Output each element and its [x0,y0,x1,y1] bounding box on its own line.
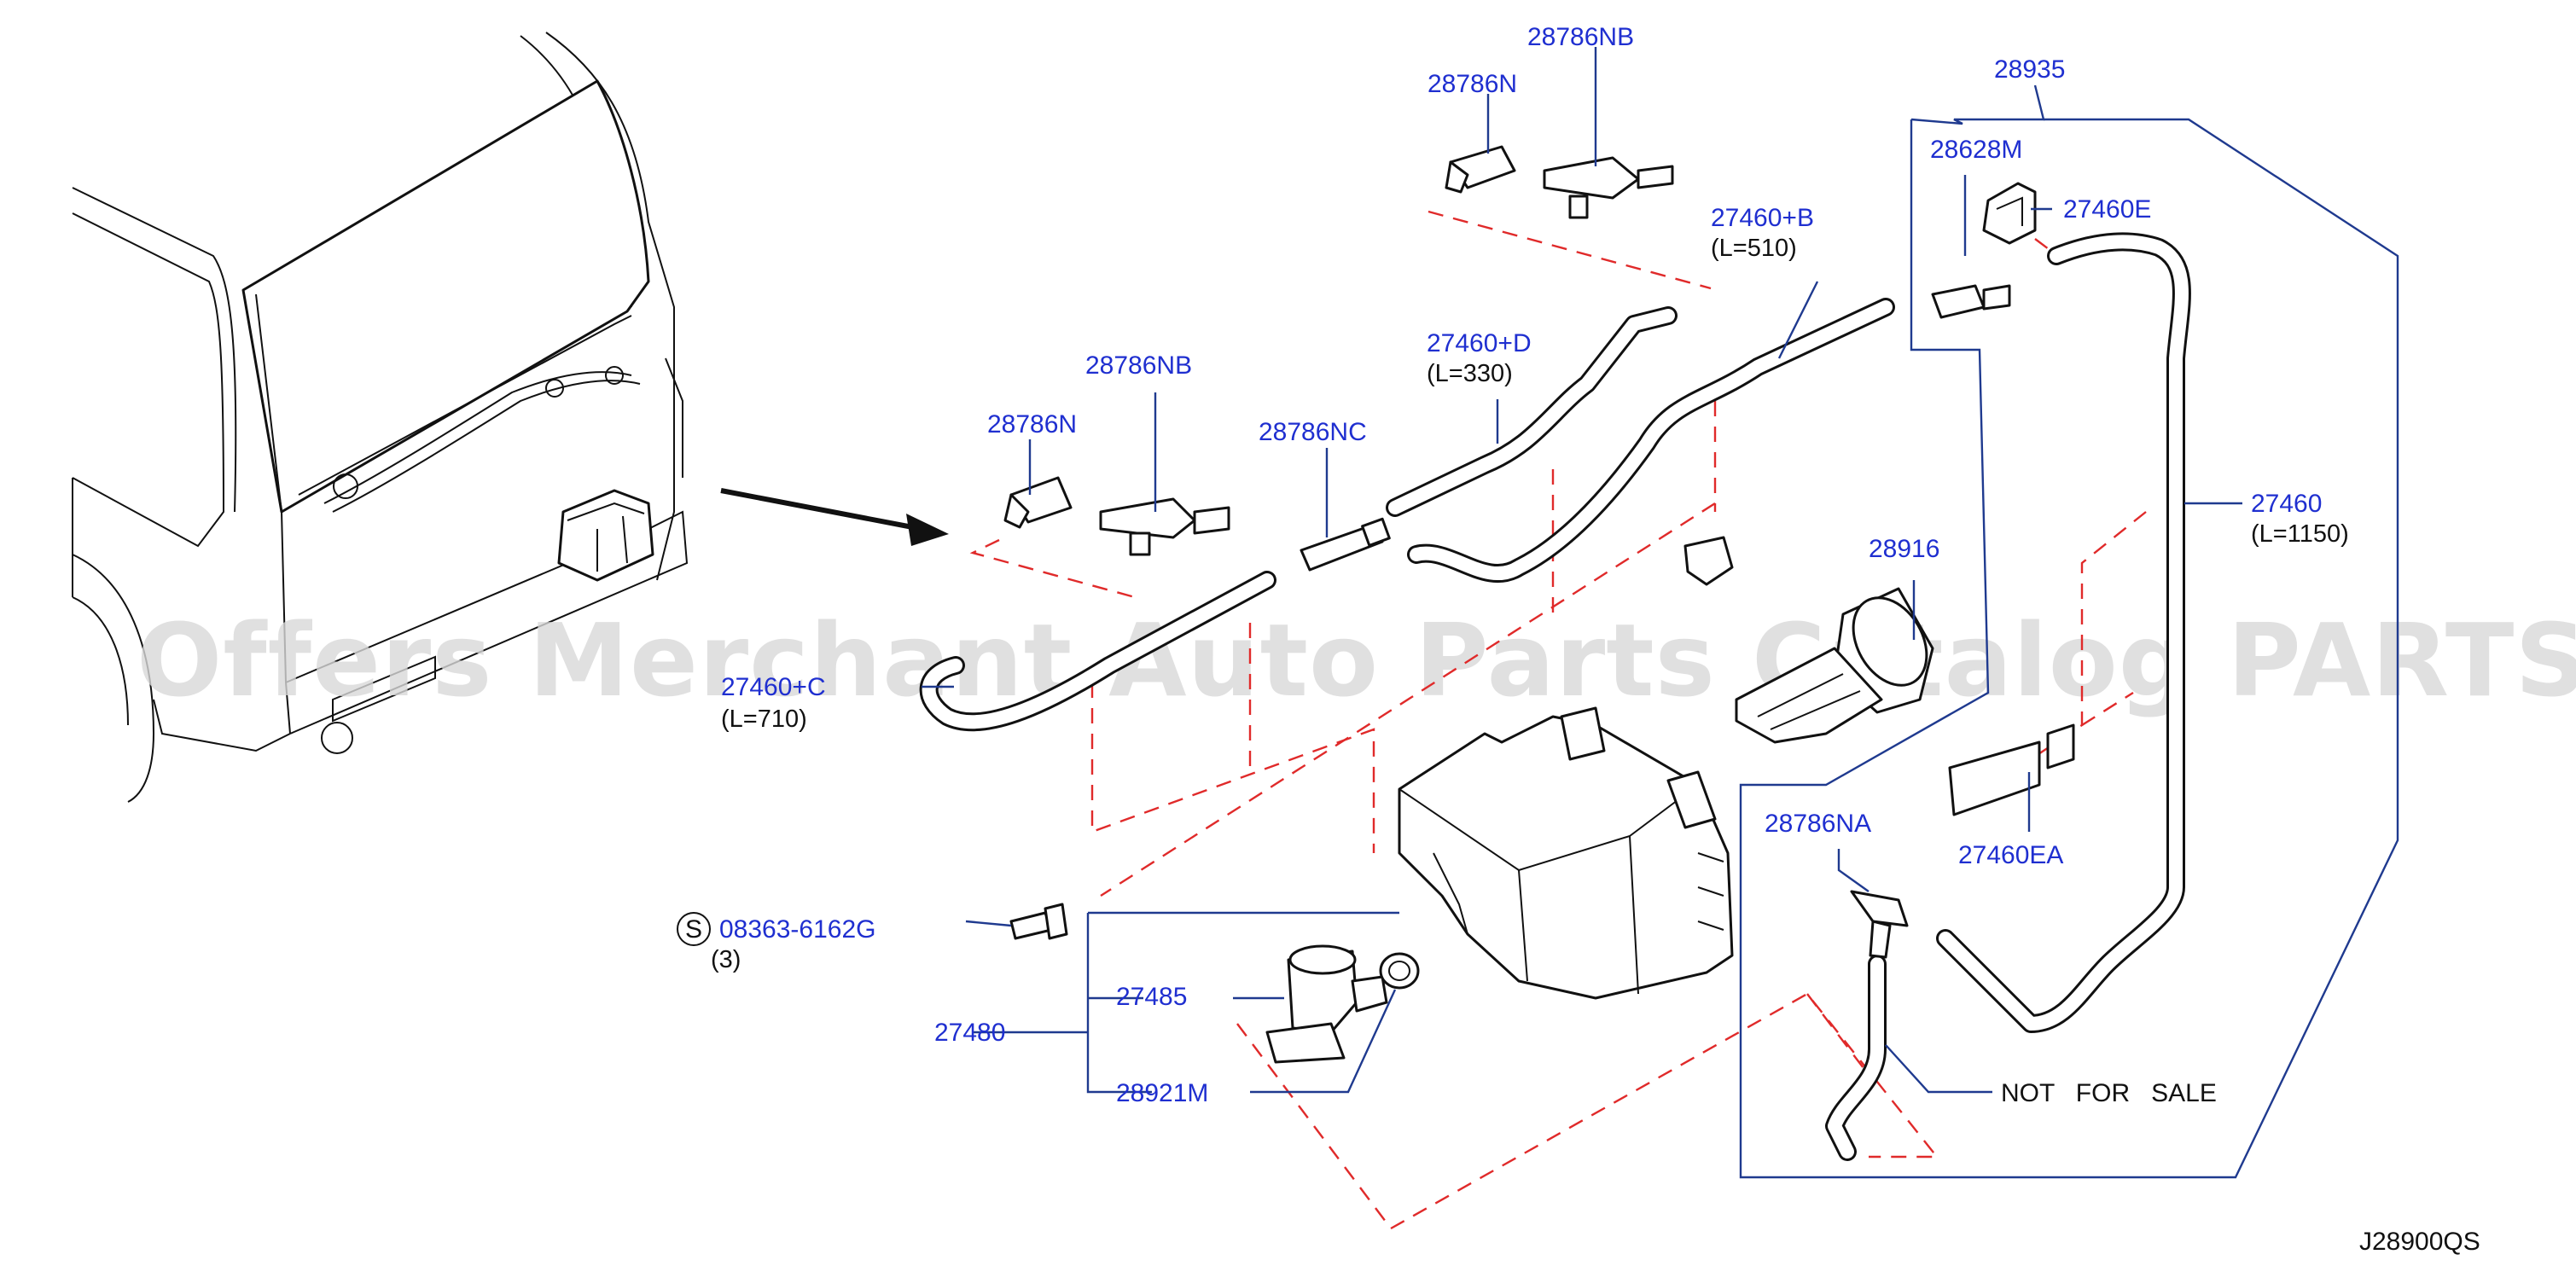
label-08363-qty: (3) [711,946,741,973]
clip-27460EA [1948,723,2075,816]
diagram-code: J28900QS [2359,1228,2480,1256]
label-28921M: 28921M [1116,1079,1208,1107]
label-28786NB-top: 28786NB [1527,23,1634,51]
label-28628M: 28628M [1930,136,2022,164]
label-28786N-mid: 28786N [987,410,1077,438]
label-27460C: 27460+C [721,673,826,701]
part-labels: 28786NB 28786N 28935 28628M 27460E 27460… [677,23,2480,1256]
label-27460: 27460 [2251,490,2322,518]
label-27460D-length: (L=330) [1427,360,1513,387]
service-symbol: S [685,915,702,944]
label-28786NB-mid: 28786NB [1085,351,1192,380]
dashed-guide-lines [969,210,2147,1230]
label-27460E: 27460E [2063,195,2151,224]
label-08363-6162G: 08363-6162G [719,915,876,944]
label-27480: 27480 [934,1019,1005,1047]
label-28786NC: 28786NC [1259,418,1367,446]
not-for-sale-label: NOT FOR SALE [2001,1079,2217,1107]
filler-neck-28916 [1735,587,1934,744]
vehicle-illustration [72,32,689,803]
label-28786N-top: 28786N [1428,70,1517,98]
pointer-arrow [720,488,949,546]
connectors [1003,145,2037,959]
label-28786NA: 28786NA [1765,810,1871,838]
label-27460C-length: (L=710) [721,706,807,733]
hoses [919,232,2191,1161]
label-27460EA: 27460EA [1958,841,2063,869]
leader-lines [922,47,2399,1179]
washer-pump [1265,944,1420,1064]
washer-tank [1398,706,1734,1000]
service-symbol-circle [677,912,711,946]
label-27485: 27485 [1116,983,1187,1011]
label-28916: 28916 [1869,535,1939,563]
label-27460B-length: (L=510) [1711,235,1797,262]
label-27460D: 27460+D [1427,329,1532,357]
label-27460B: 27460+B [1711,204,1814,232]
watermark-text: Offers Merchant Auto Parts Catalog PARTS… [137,601,2576,719]
label-27460-length: (L=1150) [2251,520,2349,548]
label-28935: 28935 [1994,55,2065,84]
